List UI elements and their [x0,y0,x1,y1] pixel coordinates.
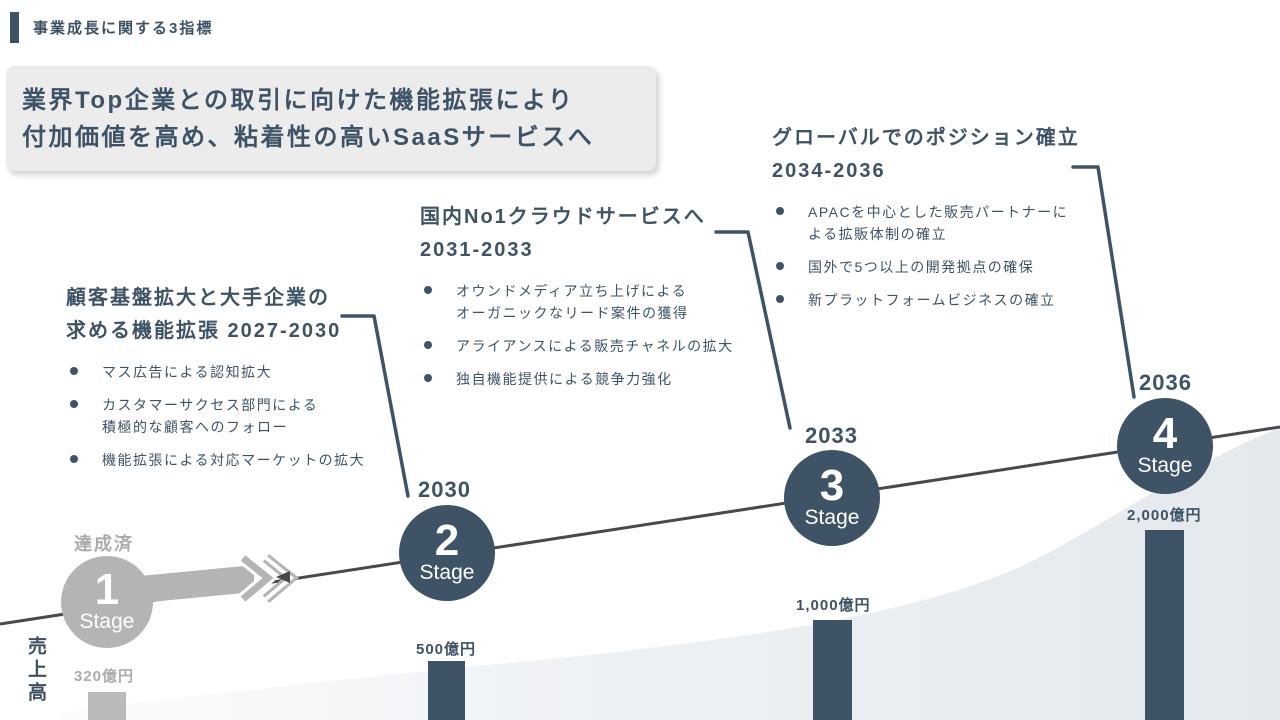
highlight-line-2: 付加価値を高め、粘着性の高いSaaSサービスへ [22,124,595,151]
milestone-title-line1: 国内No1クラウドサービスへ [420,206,706,228]
milestone-title: グローバルでのポジション確立 2034-2036 [772,122,1132,188]
stage3-revenue-label: 1,000億円 [796,597,871,614]
milestone-block-stage3: 国内No1クラウドサービスへ 2031-2033 オウンドメディア立ち上げによる… [420,201,780,401]
bullet-text: 独自機能提供による競争力強化 [456,371,673,387]
list-item: 国外で5つ以上の開発拠点の確保 [772,256,1132,278]
bullet-text: 新プラットフォームビジネスの確立 [808,292,1056,308]
stage-number: 3 [819,461,845,510]
bullet-text: カスタマーサクセス部門による 積極的な顧客へのフォロー [102,397,319,435]
connector-milestone-3 [1071,165,1136,399]
bullet-dot-icon [70,367,78,375]
highlight-message-box: 業界Top企業との取引に向けた機能拡張により 付加価値を高め、粘着性の高いSaa… [6,66,656,171]
slide-header: 事業成長に関する3指標 [10,12,213,43]
bullet-text: APACを中心とした販売パートナーに よる拡販体制の確立 [808,204,1069,242]
bullet-dot-icon [70,455,78,463]
stage-word: Stage [419,561,475,584]
milestone-title-line2: 求める機能拡張 2027-2030 [66,320,342,342]
stage-4-circle: 4 Stage [1117,398,1213,494]
revenue-bar-stage4 [1145,530,1184,720]
stage1-revenue-label: 320億円 [74,668,135,685]
list-item: オウンドメディア立ち上げによる オーガニックなリード案件の獲得 [420,280,780,324]
stage-2-circle: 2 Stage [399,505,495,601]
milestone-bullets: APACを中心とした販売パートナーに よる拡販体制の確立 国外で5つ以上の開発拠… [772,201,1132,311]
milestone-bullets: マス広告による認知拡大 カスタマーサクセス部門による 積極的な顧客へのフォロー … [66,361,426,471]
bullet-text: 国外で5つ以上の開発拠点の確保 [808,259,1035,275]
milestone-title-line2: 2031-2033 [420,239,534,261]
connector-milestone-1 [340,314,410,498]
trend-line-arrow-tip [276,571,290,583]
bullet-dot-icon [776,207,784,215]
stage2-year-label: 2030 [418,477,471,502]
stage3-year-label: 2033 [805,423,858,448]
bullet-text: 機能拡張による対応マーケットの拡大 [102,452,366,468]
list-item: 独自機能提供による競争力強化 [420,368,780,390]
stage-word: Stage [1137,454,1193,477]
milestone-block-stage4: グローバルでのポジション確立 2034-2036 APACを中心とした販売パート… [772,122,1132,322]
stage2-revenue-label: 500億円 [416,641,477,658]
milestone-bullets: オウンドメディア立ち上げによる オーガニックなリード案件の獲得 アライアンスによ… [420,280,780,390]
revenue-bar-stage2 [428,661,465,720]
stage-number: 4 [1152,409,1178,458]
page-title: 事業成長に関する3指標 [33,20,214,37]
milestone-title-line1: 顧客基盤拡大と大手企業の [66,287,330,309]
stage4-year-label: 2036 [1139,370,1192,395]
stage-word: Stage [804,506,860,529]
list-item: カスタマーサクセス部門による 積極的な顧客へのフォロー [66,394,426,438]
bullet-dot-icon [424,374,432,382]
list-item: 新プラットフォームビジネスの確立 [772,289,1132,311]
bullet-dot-icon [776,262,784,270]
growth-curve-area [62,428,1280,720]
stage1-status-label: 達成済 [74,534,134,554]
list-item: マス広告による認知拡大 [66,361,426,383]
bullet-dot-icon [424,286,432,294]
bullet-dot-icon [70,400,78,408]
bullet-dot-icon [424,341,432,349]
milestone-title-line1: グローバルでのポジション確立 [772,127,1080,149]
achieved-arrow-band [140,565,254,603]
highlight-line-1: 業界Top企業との取引に向けた機能拡張により [22,87,575,114]
stage4-revenue-label: 2,000億円 [1127,507,1202,524]
bullet-text: オウンドメディア立ち上げによる オーガニックなリード案件の獲得 [456,283,689,321]
stage-number: 1 [94,565,120,614]
stage-word: Stage [79,610,135,633]
bullet-text: アライアンスによる販売チャネルの拡大 [456,338,734,354]
revenue-bar-stage3 [813,620,852,720]
list-item: 機能拡張による対応マーケットの拡大 [66,449,426,471]
milestone-title: 国内No1クラウドサービスへ 2031-2033 [420,201,780,267]
y-axis-label: 売上高 [25,636,46,705]
stage-3-circle: 3 Stage [784,450,880,546]
revenue-bar-stage1 [88,692,126,720]
bullet-dot-icon [776,295,784,303]
stage-number: 2 [434,516,460,565]
stage-1-circle: 1 Stage [61,556,153,648]
milestone-block-stage2: 顧客基盤拡大と大手企業の 求める機能拡張 2027-2030 マス広告による認知… [66,282,426,482]
chevron-right-icon [264,556,295,601]
header-accent-bar [10,12,19,43]
connector-milestone-2 [714,230,792,430]
list-item: アライアンスによる販売チャネルの拡大 [420,335,780,357]
milestone-title-line2: 2034-2036 [772,160,886,182]
milestone-title: 顧客基盤拡大と大手企業の 求める機能拡張 2027-2030 [66,282,426,348]
chevron-right-icon [240,555,274,602]
bullet-text: マス広告による認知拡大 [102,364,273,380]
list-item: APACを中心とした販売パートナーに よる拡販体制の確立 [772,201,1132,245]
